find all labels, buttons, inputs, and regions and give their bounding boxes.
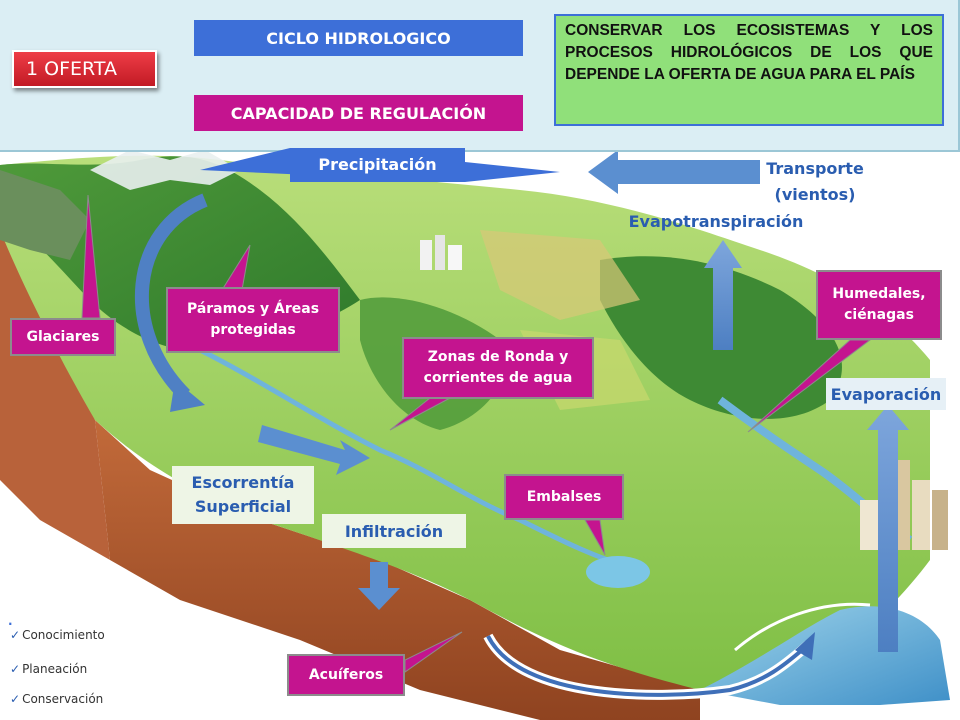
precipitation-curve-arrow: [135, 193, 208, 400]
groundwater-flow-arrow-inner: [486, 635, 810, 697]
conservar-box: CONSERVAR LOS ECOSISTEMAS Y LOS PROCESOS…: [554, 14, 944, 126]
precipitation-curve-arrowhead: [170, 380, 205, 412]
evaporation-arrow: [867, 405, 909, 652]
glaciares-callout: Glaciares: [10, 318, 116, 356]
paramos-line-2: protegidas: [210, 322, 296, 338]
soil-layer: [95, 420, 700, 720]
checkmark-icon: ✓: [10, 692, 21, 706]
paramos-callout: Páramos y Áreas protegidas: [166, 287, 340, 353]
embalses-pointer: [584, 519, 606, 556]
groundwater-flow-arrowhead: [795, 632, 815, 660]
checklist-item-conocimiento: ✓Conocimiento: [10, 628, 105, 642]
acuiferos-pointer: [404, 631, 463, 673]
escorrentia-line-2: Superficial: [194, 497, 292, 516]
paramos-line-1: Páramos y Áreas: [186, 301, 320, 317]
escorrentia-line-1: Escorrentía: [191, 473, 295, 492]
fields: [480, 230, 640, 320]
checkmark-icon: ✓: [10, 628, 21, 642]
zonas-line-1: Zonas de Ronda y: [427, 349, 569, 365]
sea-waves: [734, 602, 871, 652]
embalses-callout: Embalses: [504, 474, 624, 520]
checklist-item-label: Planeación: [22, 662, 88, 676]
evaporacion-label: Evaporación: [826, 378, 946, 410]
infiltracion-label: Infiltración: [322, 514, 466, 548]
evapotranspiracion-label: Evapotranspiración: [628, 212, 804, 231]
oferta-button[interactable]: 1 OFERTA: [12, 50, 157, 88]
town-buildings: [420, 235, 462, 270]
checklist-dot: .: [8, 614, 13, 628]
zonas-line-2: corrientes de agua: [423, 370, 573, 386]
river: [198, 347, 641, 573]
reservoir: [586, 556, 650, 588]
ciclo-hidrologico-box: CICLO HIDROLOGICO: [194, 20, 523, 56]
checklist-item-conservacion: ✓Conservación: [10, 692, 103, 706]
humedales-pointer: [747, 339, 872, 433]
checklist-item-label: Conservación: [22, 692, 104, 706]
humedales-line-1: Humedales,: [832, 286, 926, 302]
transporte-label: Transporte (vientos): [760, 156, 870, 208]
capacidad-regulacion-box: CAPACIDAD DE REGULACIÓN: [194, 95, 523, 131]
checklist-item-planeacion: ✓Planeación: [10, 662, 87, 676]
transport-arrow: [588, 150, 760, 194]
humedales-line-2: ciénagas: [844, 307, 914, 323]
infiltration-arrow: [358, 562, 400, 610]
checkmark-icon: ✓: [10, 662, 21, 676]
mountain-left: [0, 170, 90, 260]
evapotranspiration-arrow: [704, 240, 742, 350]
precipitacion-label: Precipitación: [318, 155, 437, 174]
transporte-line-1: Transporte: [766, 159, 864, 178]
runoff-arrow: [258, 425, 370, 475]
zonas-ronda-callout: Zonas de Ronda y corrientes de agua: [402, 337, 594, 399]
escorrentia-label: Escorrentía Superficial: [172, 466, 314, 524]
acuiferos-callout: Acuíferos: [287, 654, 405, 696]
checklist-item-label: Conocimiento: [22, 628, 105, 642]
transporte-line-2: (vientos): [774, 185, 856, 204]
humedales-callout: Humedales, ciénagas: [816, 270, 942, 340]
